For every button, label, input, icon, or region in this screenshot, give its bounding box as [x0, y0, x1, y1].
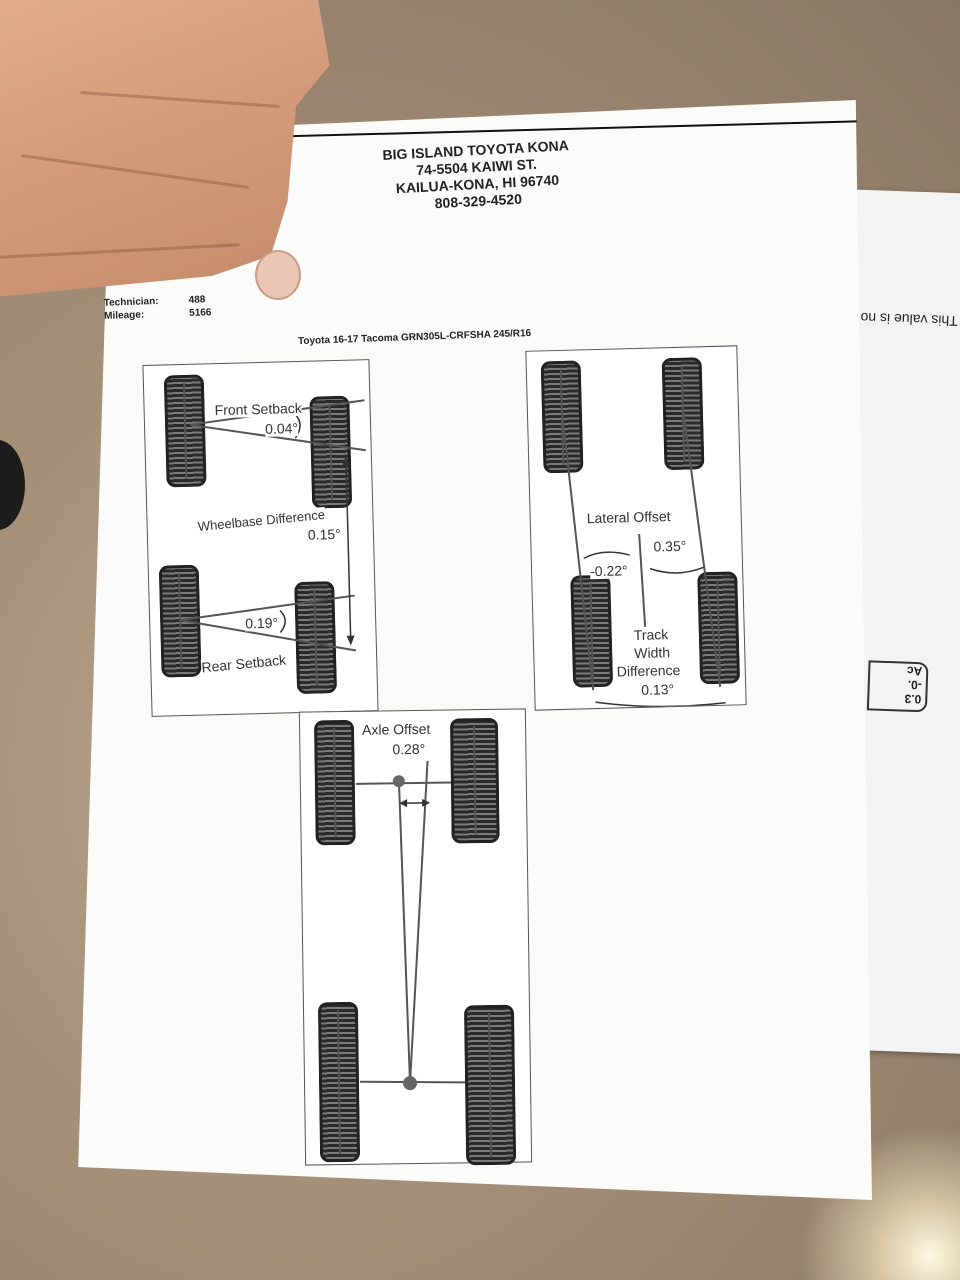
track-width-label-line-2: Width	[634, 644, 671, 662]
back-box-line-2: -0.	[907, 677, 923, 693]
mileage-label: Mileage:	[104, 309, 145, 322]
finger-crease-1	[80, 91, 280, 108]
back-box-line-3: Ac	[906, 663, 923, 679]
dark-object	[0, 440, 25, 530]
offset-lines	[560, 407, 726, 708]
axle-offset-value: 0.28°	[392, 740, 426, 758]
lateral-offset-right-value: 0.35°	[653, 537, 687, 555]
track-width-label-line-3: Difference	[616, 661, 681, 680]
technician-value: 488	[188, 294, 206, 306]
lateral-offset-panel: Lateral Offset 0.35° -0.22° Track Width …	[525, 345, 747, 711]
rear-setback-value: 0.19°	[245, 614, 279, 632]
alignment-report-content: BIG ISLAND TOYOTA KONA 74-5504 KAIWI ST.…	[62, 100, 872, 1200]
axle-lines	[355, 760, 466, 1091]
vehicle-spec: Toyota 16-17 Tacoma GRN305L-CRFSHA 245/R…	[297, 327, 532, 348]
back-sheet-box: 0.3 -0. Ac	[866, 660, 929, 713]
mileage-value: 5166	[188, 307, 212, 319]
setback-panel: Front Setback 0.04° Wheelbase Difference…	[142, 359, 379, 717]
lateral-offset-left-value: -0.22°	[589, 562, 628, 580]
back-sheet-note: * This value is no	[860, 309, 960, 330]
dealer-header: BIG ISLAND TOYOTA KONA 74-5504 KAIWI ST.…	[320, 134, 633, 218]
axle-offset-label: Axle Offset	[361, 720, 431, 738]
back-box-line-1: 0.3	[904, 691, 922, 707]
track-width-label-line-1: Track	[633, 626, 669, 644]
front-setback-label: Front Setback	[214, 399, 302, 419]
finger-crease-2	[20, 154, 250, 189]
fingernail	[255, 250, 301, 300]
wheelbase-difference-value: 0.15°	[307, 525, 341, 543]
front-setback-value: 0.04°	[264, 419, 299, 437]
finger-crease-3	[0, 243, 240, 260]
lateral-offset-label: Lateral Offset	[586, 508, 671, 527]
axle-offset-panel: Axle Offset 0.28°	[298, 708, 533, 1166]
track-width-value: 0.13°	[641, 681, 675, 698]
report-meta: Technician: 488 Mileage: 5166	[104, 294, 212, 324]
mileage-row: Mileage: 5166	[104, 307, 212, 324]
